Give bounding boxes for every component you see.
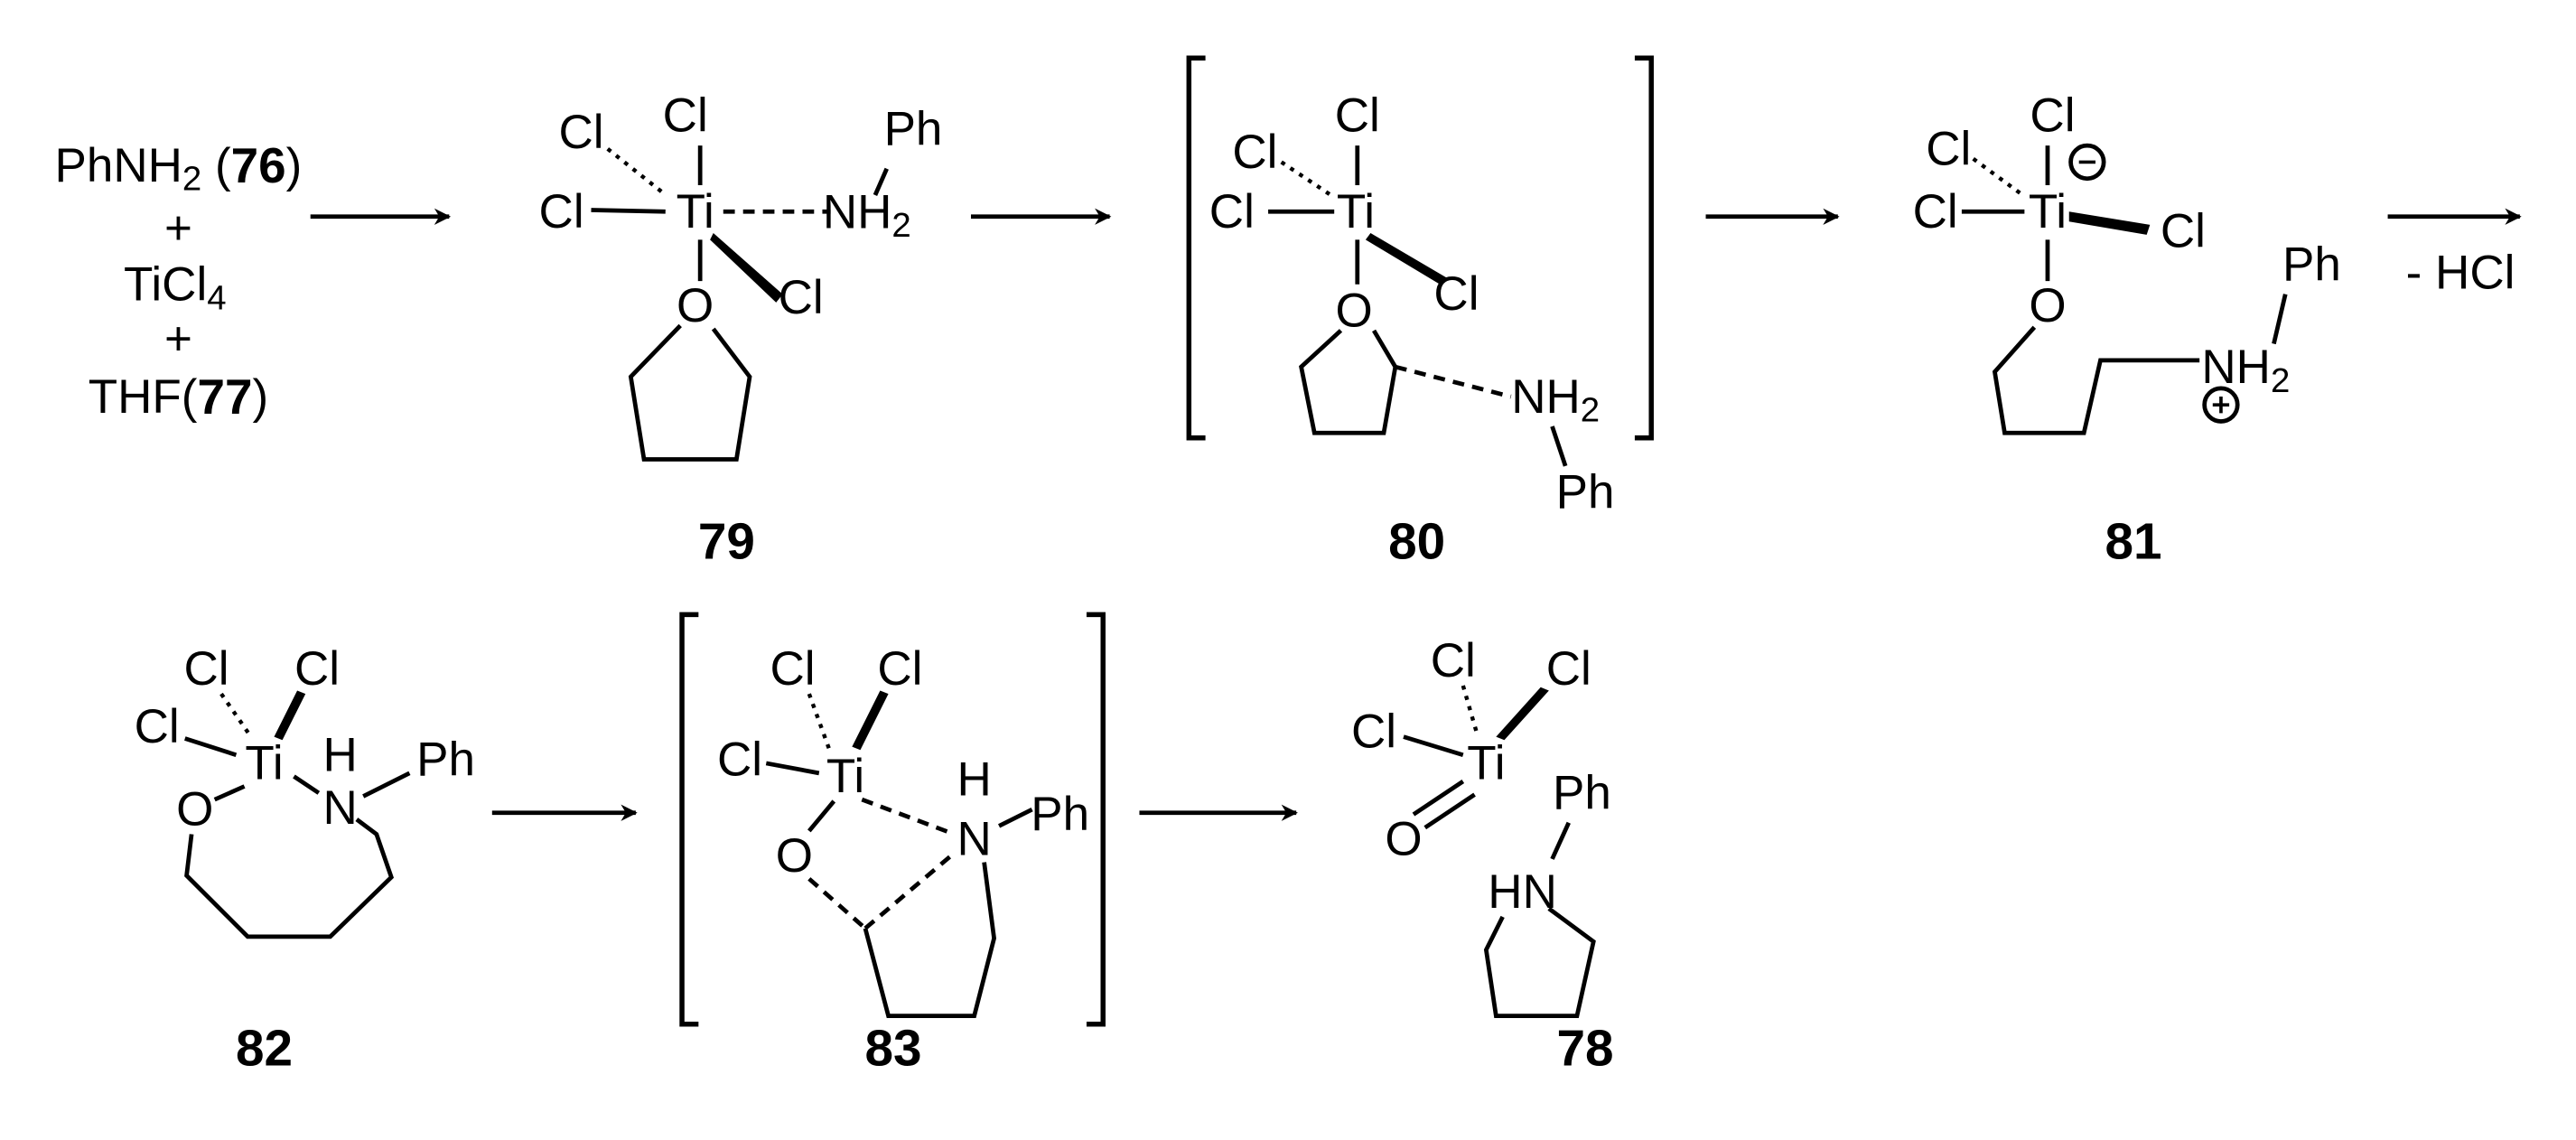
atom-ti: Ti <box>677 185 714 238</box>
atom-cl: Cl <box>558 106 603 159</box>
atom-n: N <box>957 812 992 865</box>
atom-o: O <box>1336 284 1373 337</box>
arrow-label-hcl: - HCl <box>2406 246 2515 299</box>
reagents: PhNH2 (76) + TiCl4 + THF(77) <box>55 137 303 425</box>
compound-79: Cl Cl Cl Ti NH2 Ph Cl O 79 <box>539 89 943 571</box>
atom-ti: Ti <box>1337 185 1375 238</box>
atom-cl: Cl <box>2030 89 2075 143</box>
compound-78: Cl Cl Cl Ti O HN Ph 78 <box>1351 634 1614 1078</box>
atom-ph: Ph <box>2282 238 2341 291</box>
reagent-aniline: PhNH2 (76) <box>55 137 303 198</box>
atom-cl: Cl <box>1232 126 1277 179</box>
reagent-ticl4: TiCl4 <box>124 257 227 317</box>
compound-label: 82 <box>236 1021 293 1078</box>
atom-cl: Cl <box>1546 642 1591 696</box>
compound-label: 78 <box>1557 1021 1614 1078</box>
plus-sign: + <box>164 313 192 366</box>
atom-nh2: NH2 <box>823 185 911 245</box>
atom-cl: Cl <box>663 89 708 143</box>
compound-label: 81 <box>2105 513 2162 570</box>
atom-cl: Cl <box>1335 89 1380 143</box>
compound-81: Cl Cl Cl Ti Cl O NH2 Ph 81 <box>1913 89 2341 571</box>
atom-cl: Cl <box>1433 267 1479 321</box>
atom-cl: Cl <box>779 271 824 324</box>
atom-nh2: NH2 <box>2201 341 2290 400</box>
atom-ph: Ph <box>1031 788 1089 841</box>
compound-label: 80 <box>1388 513 1445 570</box>
atom-cl: Cl <box>1351 705 1396 759</box>
atom-o: O <box>677 279 714 332</box>
atom-o: O <box>1385 812 1422 865</box>
atom-nh: HN <box>1488 865 1557 919</box>
atom-cl: Cl <box>1209 185 1255 238</box>
positive-charge-icon <box>2202 386 2240 424</box>
atom-ti: Ti <box>2029 185 2067 238</box>
atom-ph: Ph <box>416 734 475 787</box>
atom-ti: Ti <box>245 736 283 790</box>
negative-charge-icon <box>2068 143 2106 182</box>
atom-cl: Cl <box>183 642 229 696</box>
compound-83: Cl Cl Cl Ti O H N Ph 83 <box>679 612 1106 1078</box>
atom-h: H <box>957 753 992 807</box>
atom-cl: Cl <box>135 700 180 753</box>
atom-cl: Cl <box>2161 205 2206 258</box>
atom-ti: Ti <box>1467 736 1505 790</box>
atom-o: O <box>176 783 213 836</box>
reagent-thf: THF(77) <box>89 369 268 425</box>
atom-ph: Ph <box>884 102 943 155</box>
atom-cl: Cl <box>770 642 816 696</box>
atom-cl: Cl <box>1913 185 1958 238</box>
atom-cl: Cl <box>1431 634 1476 687</box>
atom-ti: Ti <box>826 750 864 803</box>
atom-ph: Ph <box>1556 466 1615 519</box>
compound-label: 79 <box>698 513 755 570</box>
atom-n: N <box>322 781 357 835</box>
atom-cl: Cl <box>539 185 584 238</box>
atom-h: H <box>322 728 357 781</box>
atom-nh2: NH2 <box>1511 370 1600 430</box>
compound-82: Cl Cl Cl Ti H N Ph O 82 <box>135 642 475 1077</box>
compound-label: 83 <box>865 1021 922 1078</box>
atom-cl: Cl <box>294 642 340 696</box>
atom-cl: Cl <box>717 734 762 787</box>
plus-sign: + <box>164 201 192 255</box>
compound-80: Cl Cl Cl Ti Cl O NH2 Ph 80 <box>1186 55 1654 570</box>
atom-cl: Cl <box>1926 122 1971 175</box>
atom-cl: Cl <box>877 642 922 696</box>
atom-o: O <box>2029 279 2066 332</box>
atom-ph: Ph <box>1553 766 1611 819</box>
atom-o: O <box>776 829 813 883</box>
